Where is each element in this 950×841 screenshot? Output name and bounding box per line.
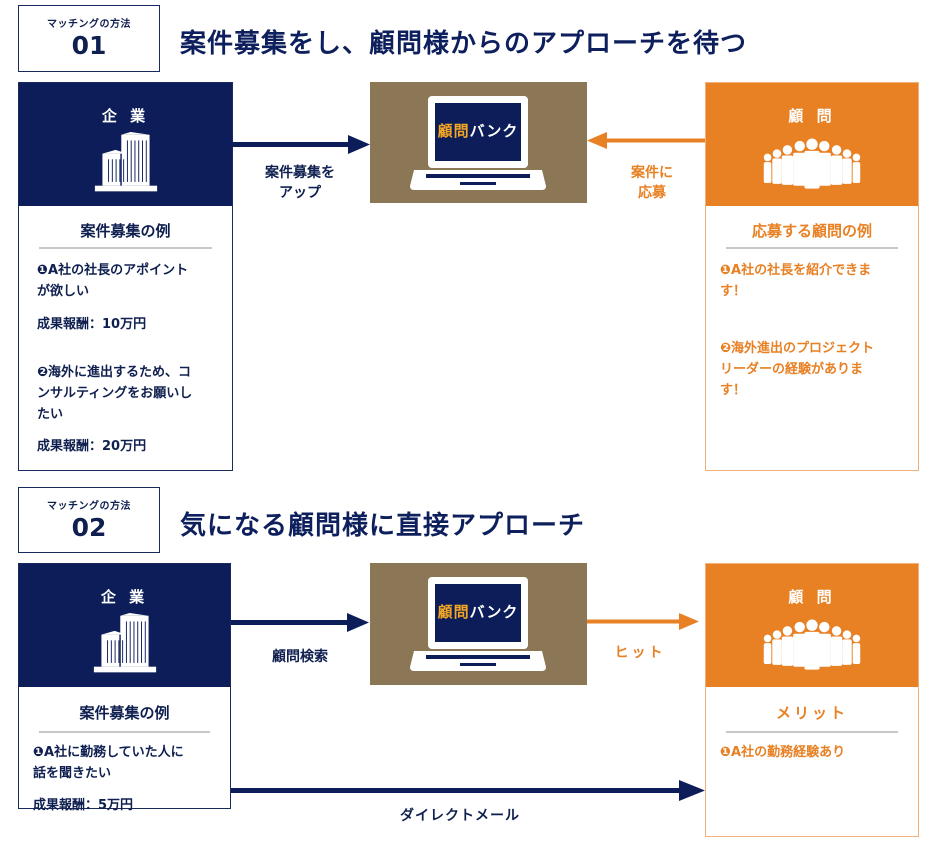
method-badge-number: 01 — [71, 31, 107, 60]
company-header: 企 業 — [19, 83, 232, 206]
divider — [726, 731, 898, 733]
section-title: メリット — [775, 704, 848, 722]
arrow-label-apply: 案件に 応募 — [631, 165, 673, 201]
laptop-icon — [408, 94, 548, 194]
reward-text: 成果報酬：10万円 — [37, 317, 147, 332]
method-badge-2: マッチングの方法 02 — [18, 487, 160, 553]
divider — [39, 247, 212, 249]
method-badge-label: マッチングの方法 — [47, 501, 131, 512]
list-item: ❶A社の勤務経験あり — [720, 745, 846, 760]
platform-box-1: 顧問バンク — [370, 82, 587, 203]
list-item: ❶A社の社長を紹介できま す！ — [720, 263, 872, 299]
building-icon — [93, 131, 159, 197]
laptop-icon — [408, 575, 548, 675]
advisor-label: 顧 問 — [788, 107, 836, 125]
platform-box-2: 顧問バンク — [370, 563, 587, 685]
method-badge-number: 02 — [71, 513, 107, 542]
arrow-label-search: 顧問検索 — [272, 649, 328, 665]
arrow-direct-mail — [231, 780, 705, 801]
section-title: 案件募集の例 — [80, 222, 171, 240]
arrow-label-hit: ヒット — [614, 645, 666, 661]
method-badge-label: マッチングの方法 — [47, 19, 131, 30]
advisor-card-2: 顧 問 メリット ❶A社の勤務経験あり — [705, 563, 919, 837]
arrow-label-post-project: 案件募集を アップ — [265, 165, 335, 201]
arrow-right-orange — [587, 613, 699, 630]
divider — [39, 731, 210, 733]
reward-text: 成果報酬：5万円 — [33, 798, 134, 813]
company-header: 企 業 — [19, 564, 230, 687]
arrow-left-orange — [587, 132, 705, 149]
divider — [726, 247, 898, 249]
building-icon — [92, 612, 158, 678]
method-badge-1: マッチングの方法 01 — [18, 5, 160, 72]
company-label: 企 業 — [100, 588, 149, 606]
advisor-header: 顧 問 — [706, 564, 918, 687]
company-card-1: 企 業 案件募集の例 ❶A社の社長のアポイント が欲しい 成果報酬：10万円 ❷… — [18, 82, 233, 471]
company-card-2: 企 業 案件募集の例 ❶A社に勤務していた人に 話を聞きたい 成果報酬：5万円 — [18, 563, 231, 813]
list-item: ❷海外に進出するため、コ ンサルティングをお願いし たい — [37, 365, 193, 422]
advisor-label: 顧 問 — [788, 588, 836, 606]
advisor-header: 顧 問 — [706, 83, 918, 206]
company-label: 企 業 — [101, 107, 150, 125]
people-group-icon — [760, 138, 864, 192]
arrow-label-direct-mail: ダイレクトメール — [400, 808, 520, 824]
people-group-icon — [760, 619, 864, 673]
arrow-right-navy — [232, 135, 370, 154]
reward-text: 成果報酬：20万円 — [37, 439, 147, 454]
method-title-1: 案件募集をし、顧問様からのアプローチを待つ — [180, 29, 748, 59]
arrow-right-navy — [231, 613, 369, 632]
method-title-2: 気になる顧問様に直接アプローチ — [180, 511, 586, 541]
advisor-card-1: 顧 問 応募する顧問の例 ❶A社の社長を紹介できま す！ ❷海外進出のプロジェク… — [705, 82, 919, 471]
list-item: ❷海外進出のプロジェクト リーダーの経験がありま す！ — [720, 341, 875, 398]
section-title: 応募する顧問の例 — [751, 222, 872, 240]
list-item: ❶A社の社長のアポイント が欲しい — [37, 263, 189, 299]
platform-logo: 顧問バンク — [437, 122, 519, 140]
section-title: 案件募集の例 — [79, 704, 170, 722]
platform-logo: 顧問バンク — [437, 603, 519, 621]
list-item: ❶A社に勤務していた人に 話を聞きたい — [33, 745, 184, 781]
